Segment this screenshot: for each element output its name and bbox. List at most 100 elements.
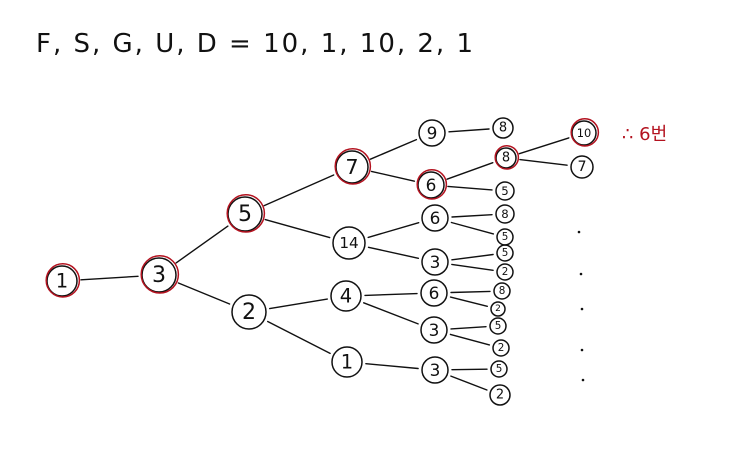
node-circle — [417, 171, 445, 199]
edge-n3-n2 — [177, 282, 231, 305]
node-label: 5 — [496, 363, 503, 375]
node-l5d: 5 — [489, 317, 507, 335]
edge-n2-n4 — [269, 298, 328, 310]
continuation-dot — [581, 378, 585, 382]
continuation-dot — [580, 348, 584, 352]
node-g7: 7 — [570, 155, 594, 179]
edge-n2-n1 — [267, 320, 331, 355]
node-circle — [335, 150, 369, 184]
highlight-ring — [140, 255, 180, 294]
node-label: 7 — [577, 159, 586, 175]
edge-n3b-l5d — [450, 326, 487, 330]
node-label: 6 — [429, 283, 440, 303]
continuation-dot — [579, 272, 583, 276]
node-circle — [495, 181, 515, 201]
node-circle — [489, 384, 511, 406]
node-n4: 4 — [330, 280, 362, 312]
node-l2d: 2 — [489, 384, 511, 406]
edge-n3-n5 — [175, 225, 229, 264]
node-n9: 9 — [418, 119, 446, 147]
node-n3: 3 — [140, 255, 180, 294]
node-n2: 2 — [231, 294, 267, 330]
node-label: 7 — [345, 155, 358, 179]
node-n1: 1 — [331, 346, 363, 378]
node-label: 2 — [498, 342, 505, 354]
edge-n7-n9 — [369, 138, 418, 160]
edge-n3c-l2d — [450, 375, 488, 391]
edge-n4-n3b — [363, 302, 419, 325]
edge-n9-l8a — [448, 128, 490, 133]
node-g10: 10 — [570, 118, 600, 147]
node-label: 8 — [499, 121, 507, 136]
highlight-ring — [570, 118, 600, 147]
node-label: 2 — [496, 388, 504, 403]
edge-l8b-g7 — [519, 158, 568, 166]
node-circle — [420, 316, 448, 344]
node-label: 14 — [339, 234, 358, 252]
node-label: 3 — [430, 360, 441, 380]
node-l2b: 2 — [490, 301, 506, 317]
edge-n7-n6a — [370, 170, 416, 182]
node-label: 2 — [502, 266, 509, 278]
node-circle — [418, 119, 446, 147]
node-label: 8 — [499, 285, 506, 297]
highlight-ring — [226, 194, 266, 233]
header-equation: F, S, G, U, D = 10, 1, 10, 2, 1 — [36, 29, 475, 59]
node-n7: 7 — [334, 148, 372, 185]
edge-root-n3 — [80, 275, 139, 281]
node-l5e: 5 — [490, 360, 508, 378]
node-circle — [141, 257, 177, 293]
node-circle — [332, 226, 366, 260]
node-circle — [421, 248, 449, 276]
node-label: 3 — [429, 320, 440, 340]
node-l2c: 2 — [492, 339, 510, 357]
node-circle — [493, 282, 511, 300]
node-l8d: 8 — [493, 282, 511, 300]
node-l8b: 8 — [494, 145, 520, 170]
node-circle — [570, 155, 594, 179]
edge-l8b-g10 — [518, 137, 570, 155]
answer-text: ∴ 6번 — [622, 124, 667, 145]
node-n3c: 3 — [421, 356, 449, 384]
continuation-dot — [577, 230, 581, 234]
node-label: 5 — [501, 184, 508, 198]
node-n6a: 6 — [416, 169, 448, 200]
node-n5: 5 — [226, 194, 266, 233]
highlight-ring — [494, 145, 520, 170]
edge-n6c-l8d — [450, 290, 491, 294]
node-n6c: 6 — [420, 279, 448, 307]
node-label: 6 — [430, 208, 441, 228]
node-circle — [490, 301, 506, 317]
node-label: 9 — [427, 123, 438, 143]
node-circle — [331, 346, 363, 378]
node-circle — [421, 356, 449, 384]
edge-n6a-l8b — [446, 161, 494, 180]
edge-n6a-l5a — [447, 185, 493, 191]
edge-n1-n3c — [365, 363, 419, 370]
node-label: 8 — [501, 207, 508, 221]
node-circle — [495, 204, 515, 224]
node-circle — [490, 360, 508, 378]
node-label: 8 — [502, 151, 510, 166]
edge-n3c-l5e — [451, 368, 488, 371]
node-label: 2 — [242, 299, 256, 325]
node-l5c: 5 — [496, 244, 514, 262]
node-n14: 14 — [332, 226, 366, 260]
edge-n3a-l5c — [451, 253, 494, 261]
edge-n5-n7 — [263, 174, 335, 207]
edge-n14-n6b — [367, 221, 420, 239]
edge-n6b-l5b — [450, 221, 495, 235]
edge-n6c-l2b — [449, 296, 488, 307]
node-l2a: 2 — [496, 263, 514, 281]
node-circle — [492, 117, 514, 139]
node-circle — [231, 294, 267, 330]
continuation-dot — [580, 307, 584, 311]
node-circle — [421, 204, 449, 232]
highlight-ring — [45, 263, 81, 298]
node-label: 5 — [495, 320, 502, 332]
node-label: 1 — [341, 351, 353, 374]
node-label: 2 — [495, 304, 501, 314]
edge-n6b-l8c — [451, 213, 493, 218]
node-label: 5 — [238, 201, 252, 227]
